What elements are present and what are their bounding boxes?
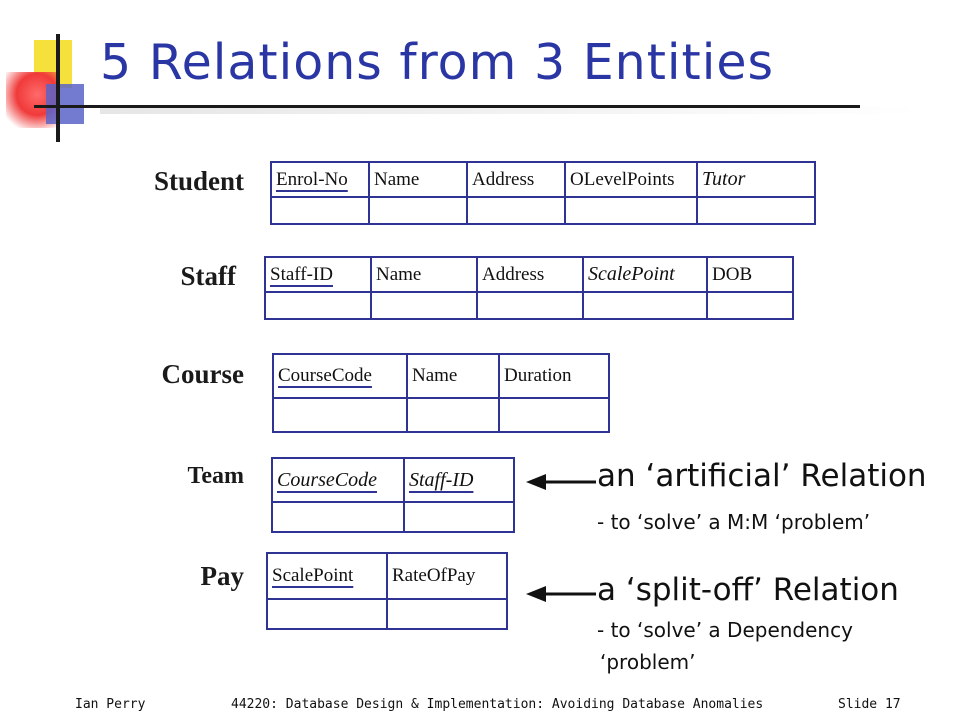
relation-table-course: CourseCode Name Duration bbox=[272, 353, 610, 433]
empty-cell bbox=[368, 196, 468, 225]
entity-label-pay: Pay bbox=[200, 561, 245, 591]
decor-vertical-line bbox=[56, 34, 60, 142]
attr-name: Name bbox=[368, 161, 468, 198]
team-note-title: an ‘artificial’ Relation bbox=[597, 458, 927, 494]
relation-table-student: Enrol-No Name Address OLevelPoints Tutor bbox=[270, 161, 816, 225]
attr-name: Name bbox=[370, 256, 478, 293]
pay-note-subtitle-line2: ‘problem’ bbox=[600, 650, 696, 674]
empty-cell bbox=[466, 196, 566, 225]
attr-scalepoint: ScalePoint bbox=[582, 256, 708, 293]
slide-title: 5 Relations from 3 Entities bbox=[100, 34, 775, 91]
empty-cell bbox=[271, 501, 405, 533]
empty-cell bbox=[706, 291, 794, 320]
attr-staff-id: Staff-ID bbox=[264, 256, 372, 293]
empty-cell bbox=[564, 196, 698, 225]
empty-cell bbox=[498, 397, 610, 433]
attr-duration: Duration bbox=[498, 353, 610, 399]
attr-olevelpoints: OLevelPoints bbox=[564, 161, 698, 198]
empty-cell bbox=[582, 291, 708, 320]
decor-title-shadow bbox=[100, 106, 920, 114]
empty-cell bbox=[403, 501, 515, 533]
entity-label-course: Course bbox=[161, 359, 245, 389]
attr-address: Address bbox=[466, 161, 566, 198]
empty-cell bbox=[270, 196, 370, 225]
pay-note-title: a ‘split-off’ Relation bbox=[597, 572, 899, 608]
attr-scalepoint: ScalePoint bbox=[266, 552, 388, 600]
entity-label-staff: Staff bbox=[180, 261, 237, 291]
pay-note-subtitle-line1: - to ‘solve’ a Dependency bbox=[597, 618, 853, 642]
empty-cell bbox=[272, 397, 408, 433]
empty-cell bbox=[370, 291, 478, 320]
empty-cell bbox=[696, 196, 816, 225]
attr-address: Address bbox=[476, 256, 584, 293]
attr-coursecode: CourseCode bbox=[271, 457, 405, 503]
empty-cell bbox=[476, 291, 584, 320]
relation-table-pay: ScalePoint RateOfPay bbox=[266, 552, 508, 630]
attr-tutor: Tutor bbox=[696, 161, 816, 198]
empty-cell bbox=[386, 598, 508, 630]
footer-course: 44220: Database Design & Implementation:… bbox=[231, 697, 764, 712]
decor-blue-square bbox=[46, 84, 84, 124]
attr-enrol-no: Enrol-No bbox=[270, 161, 370, 198]
attr-coursecode: CourseCode bbox=[272, 353, 408, 399]
entity-label-student: Student bbox=[153, 166, 244, 196]
attr-name: Name bbox=[406, 353, 500, 399]
arrow-left-icon bbox=[526, 586, 596, 602]
relation-table-staff: Staff-ID Name Address ScalePoint DOB bbox=[264, 256, 794, 320]
footer-author: Ian Perry bbox=[75, 697, 146, 712]
attr-rateofpay: RateOfPay bbox=[386, 552, 508, 600]
empty-cell bbox=[406, 397, 500, 433]
attr-dob: DOB bbox=[706, 256, 794, 293]
footer-slide-number: Slide 17 bbox=[838, 697, 901, 712]
decor-title-rule bbox=[34, 105, 860, 108]
team-note-subtitle: - to ‘solve’ a M:M ‘problem’ bbox=[597, 510, 871, 534]
relation-table-team: CourseCode Staff-ID bbox=[271, 457, 515, 533]
empty-cell bbox=[264, 291, 372, 320]
entity-label-team: Team bbox=[187, 463, 244, 489]
arrow-left-icon bbox=[526, 474, 596, 490]
empty-cell bbox=[266, 598, 388, 630]
attr-staff-id: Staff-ID bbox=[403, 457, 515, 503]
